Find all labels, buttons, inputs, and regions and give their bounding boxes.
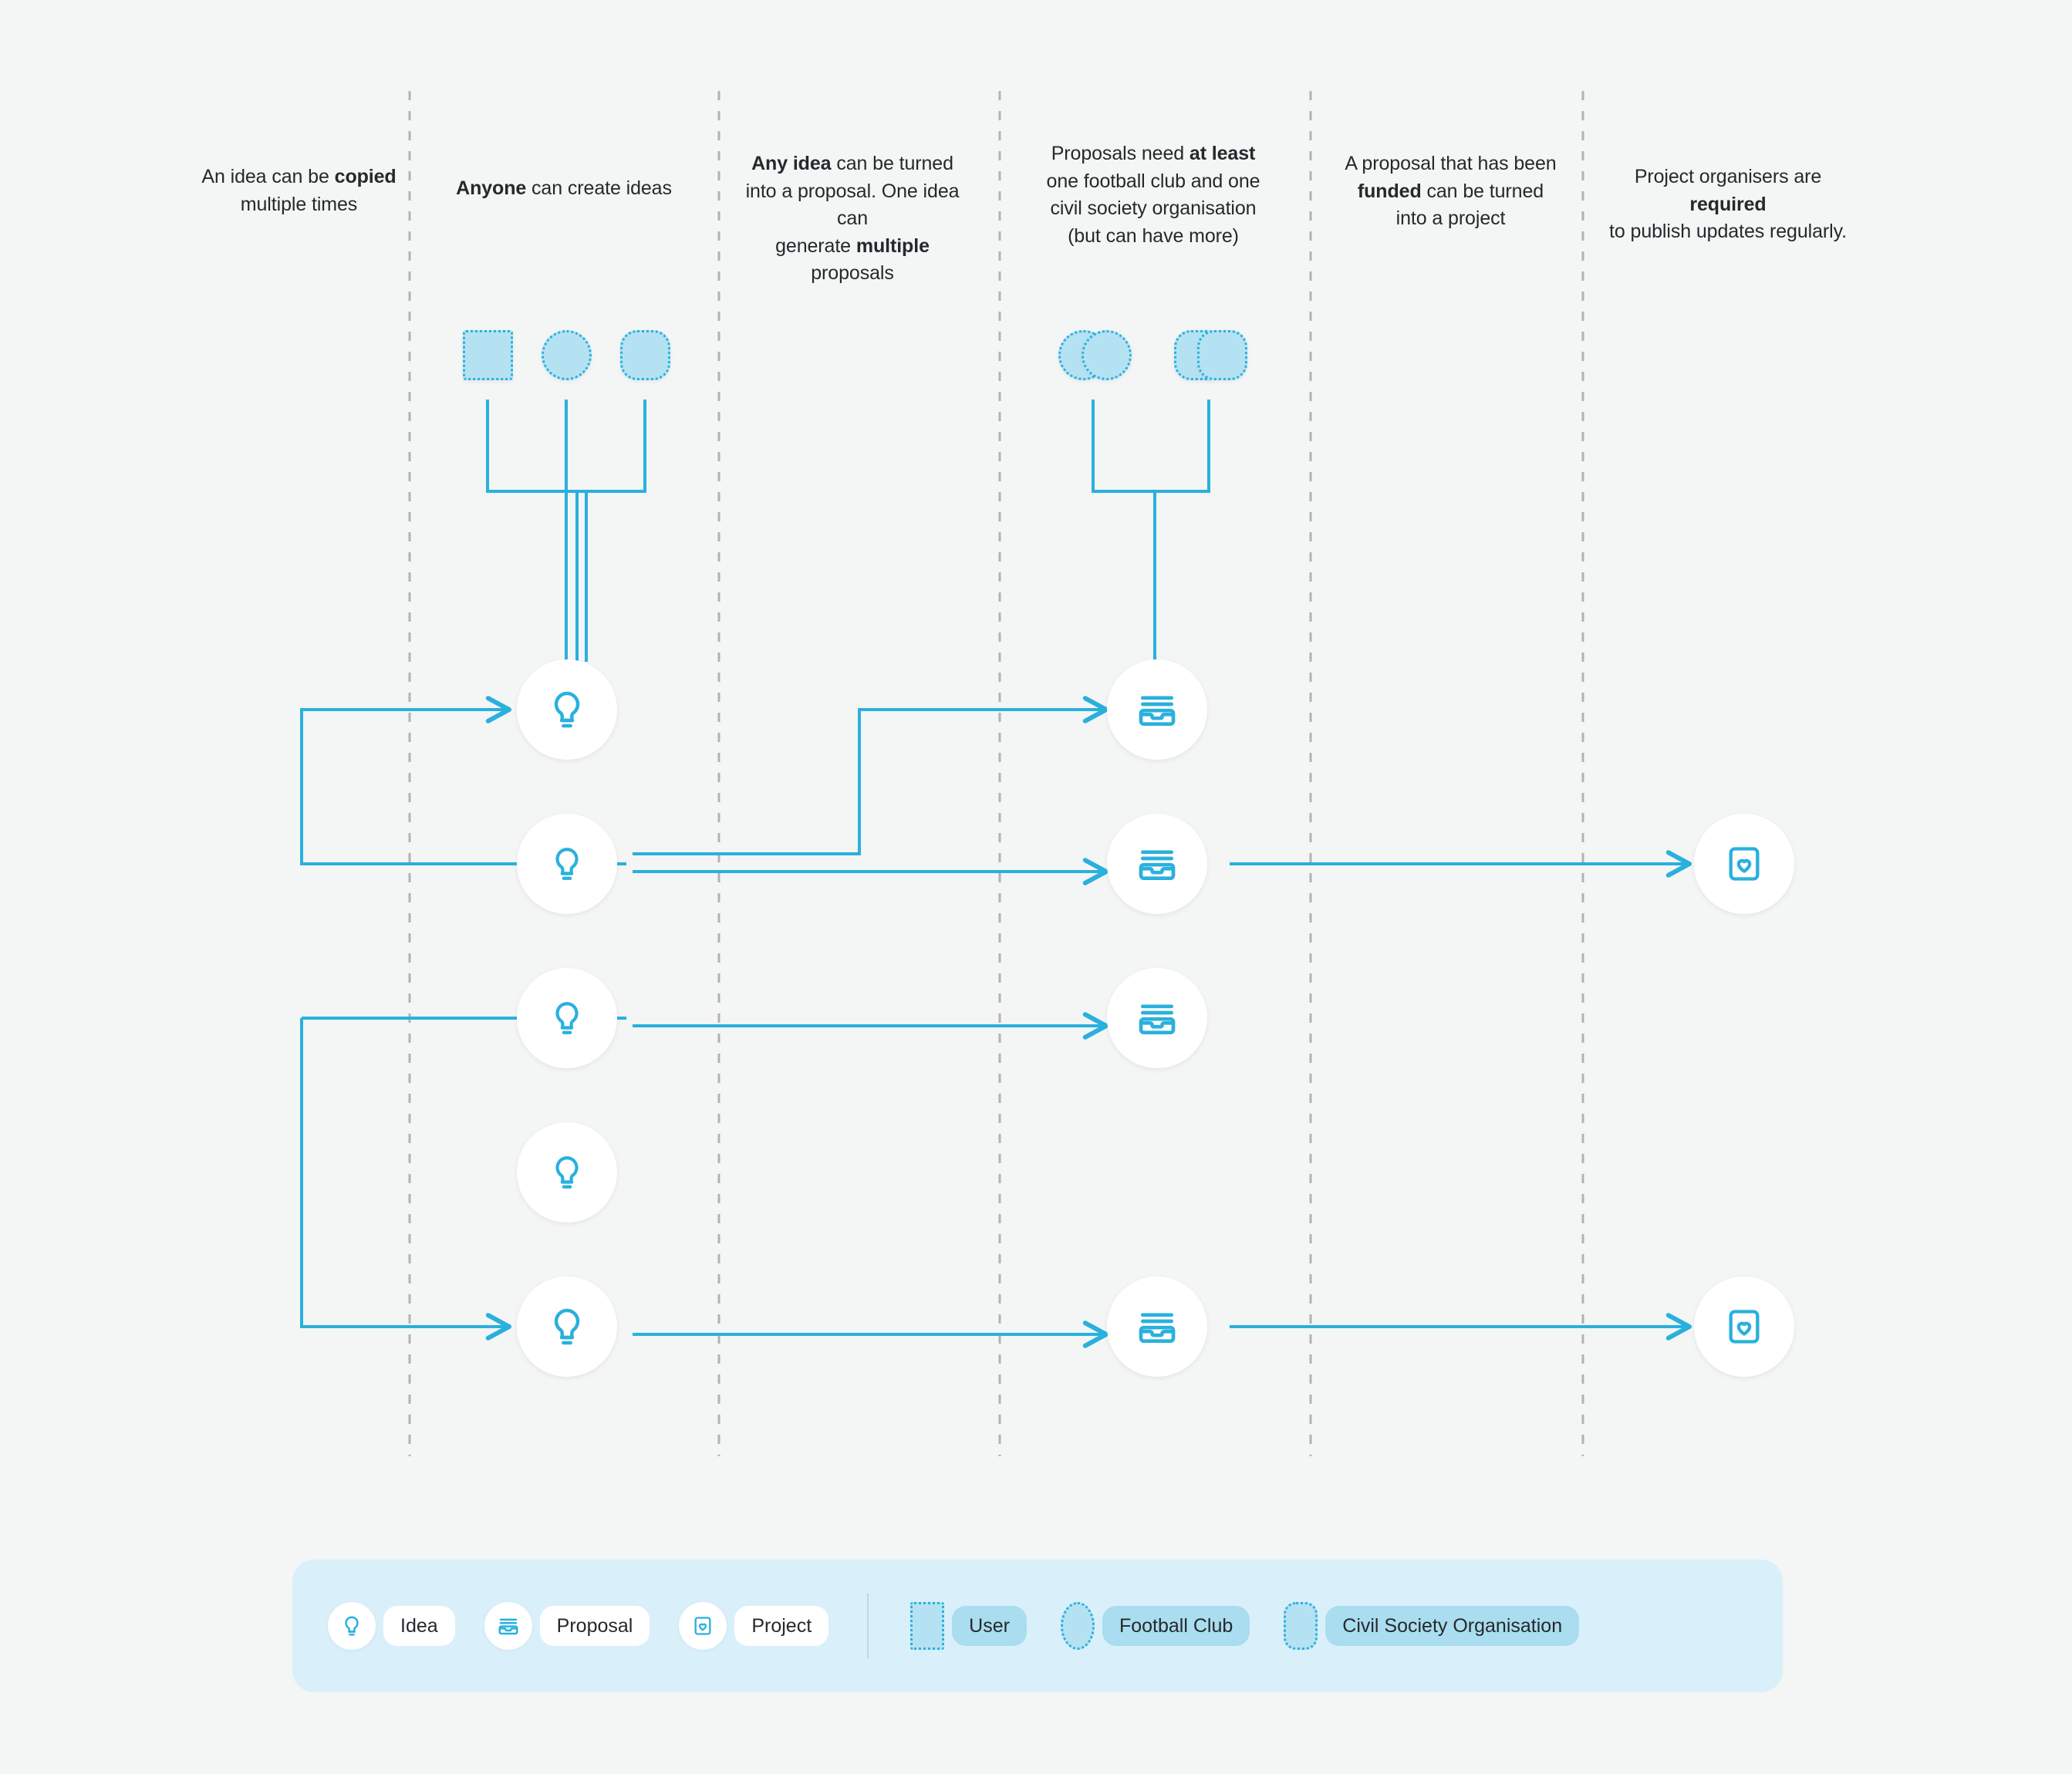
- legend-label-cso: Civil Society Organisation: [1325, 1606, 1580, 1646]
- node-idea-1[interactable]: [517, 659, 617, 760]
- node-idea-5[interactable]: [517, 1277, 617, 1377]
- column-divider-group: [408, 91, 1584, 1456]
- user-shape-swatch: [910, 1602, 945, 1650]
- node-proposal-1[interactable]: [1107, 659, 1207, 760]
- creator-feed-lines: [486, 400, 646, 662]
- inbox-icon: [1136, 688, 1179, 731]
- node-idea-2[interactable]: [517, 814, 617, 914]
- cso-shape-swatch: [1284, 1602, 1318, 1650]
- legend-label-idea: Idea: [383, 1606, 455, 1646]
- heart-square-icon: [679, 1602, 727, 1650]
- legend-actor-group: User Football Club Civil Society Organis…: [910, 1602, 1580, 1650]
- inbox-icon: [1136, 1305, 1179, 1348]
- node-project-2[interactable]: [1694, 1277, 1794, 1377]
- legend-item-idea[interactable]: Idea: [328, 1602, 455, 1650]
- node-project-1[interactable]: [1694, 814, 1794, 914]
- node-proposal-2[interactable]: [1107, 814, 1207, 914]
- creator-marker-football-club[interactable]: [542, 330, 592, 380]
- football-club-shape-swatch: [1060, 1602, 1095, 1650]
- legend-item-cso[interactable]: Civil Society Organisation: [1284, 1602, 1580, 1650]
- lightbulb-icon: [328, 1602, 376, 1650]
- legend-divider: [867, 1594, 869, 1658]
- creator-marker-cso[interactable]: [620, 330, 670, 380]
- creator-marker-user[interactable]: [463, 330, 513, 380]
- legend-item-proposal[interactable]: Proposal: [484, 1602, 650, 1650]
- lightbulb-icon: [548, 999, 586, 1037]
- node-idea-4[interactable]: [517, 1122, 617, 1223]
- proposal-to-project-connectors: [1230, 850, 1692, 1341]
- idea-to-proposal-connectors: [633, 696, 1109, 1348]
- heart-square-icon: [1724, 844, 1764, 884]
- lightbulb-icon: [545, 688, 589, 731]
- legend-label-user: User: [952, 1606, 1027, 1646]
- inbox-icon: [1136, 842, 1179, 885]
- node-proposal-3[interactable]: [1107, 968, 1207, 1068]
- legend-item-football-club[interactable]: Football Club: [1060, 1602, 1250, 1650]
- lightbulb-icon: [548, 845, 586, 883]
- node-proposal-4[interactable]: [1107, 1277, 1207, 1377]
- column-caption-create-ideas: Anyone can create ideas: [456, 177, 672, 199]
- legend-label-project: Project: [734, 1606, 829, 1646]
- legend-entity-group: Idea Proposal: [328, 1602, 829, 1650]
- partner-marker-cso-b[interactable]: [1197, 330, 1247, 380]
- inbox-icon: [1136, 997, 1179, 1040]
- legend-item-project[interactable]: Project: [679, 1602, 829, 1650]
- lightbulb-icon: [545, 1305, 589, 1348]
- legend-bar: Idea Proposal: [292, 1560, 1783, 1692]
- partner-feed-lines: [1092, 400, 1210, 662]
- legend-item-user[interactable]: User: [910, 1602, 1027, 1650]
- inbox-icon: [484, 1602, 532, 1650]
- heart-square-icon: [1724, 1307, 1764, 1347]
- partner-marker-football-club-b[interactable]: [1082, 330, 1132, 380]
- legend-label-proposal: Proposal: [539, 1606, 650, 1646]
- node-idea-3[interactable]: [517, 968, 617, 1068]
- legend-label-football-club: Football Club: [1102, 1606, 1250, 1646]
- lightbulb-icon: [548, 1153, 586, 1192]
